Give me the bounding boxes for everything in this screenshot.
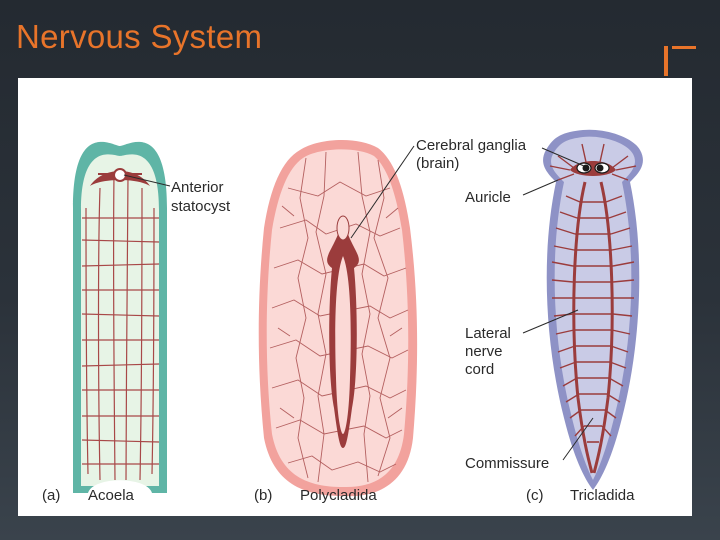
label-lateral: Lateral <box>465 325 511 342</box>
label-brain: (brain) <box>416 155 459 172</box>
caption-a-letter: (a) <box>42 487 60 504</box>
polycladida-body <box>258 139 418 497</box>
label-cerebral-ganglia: Cerebral ganglia <box>416 137 527 154</box>
accent-vertical-bar <box>664 46 668 76</box>
label-commissure: Commissure <box>465 455 549 472</box>
label-cord: cord <box>465 361 494 378</box>
label-statocyst: statocyst <box>171 198 231 215</box>
tricladida-body <box>543 129 643 491</box>
flatworm-nervous-system-diagram: Anterior statocyst Cerebral ganglia (bra… <box>42 129 643 504</box>
caption-b-letter: (b) <box>254 487 272 504</box>
caption-a-name: Acoela <box>88 487 135 504</box>
label-anterior: Anterior <box>171 179 224 196</box>
accent-corner-mark <box>664 46 696 76</box>
caption-b-name: Polycladida <box>300 487 377 504</box>
label-auricle: Auricle <box>465 189 511 206</box>
accent-horizontal-bar <box>672 46 696 49</box>
caption-c-letter: (c) <box>526 487 544 504</box>
caption-c-name: Tricladida <box>570 487 635 504</box>
slide-title: Nervous System <box>16 18 263 55</box>
acoela-body <box>73 141 167 493</box>
figure-panel: Anterior statocyst Cerebral ganglia (bra… <box>18 78 692 516</box>
label-nerve: nerve <box>465 343 503 360</box>
